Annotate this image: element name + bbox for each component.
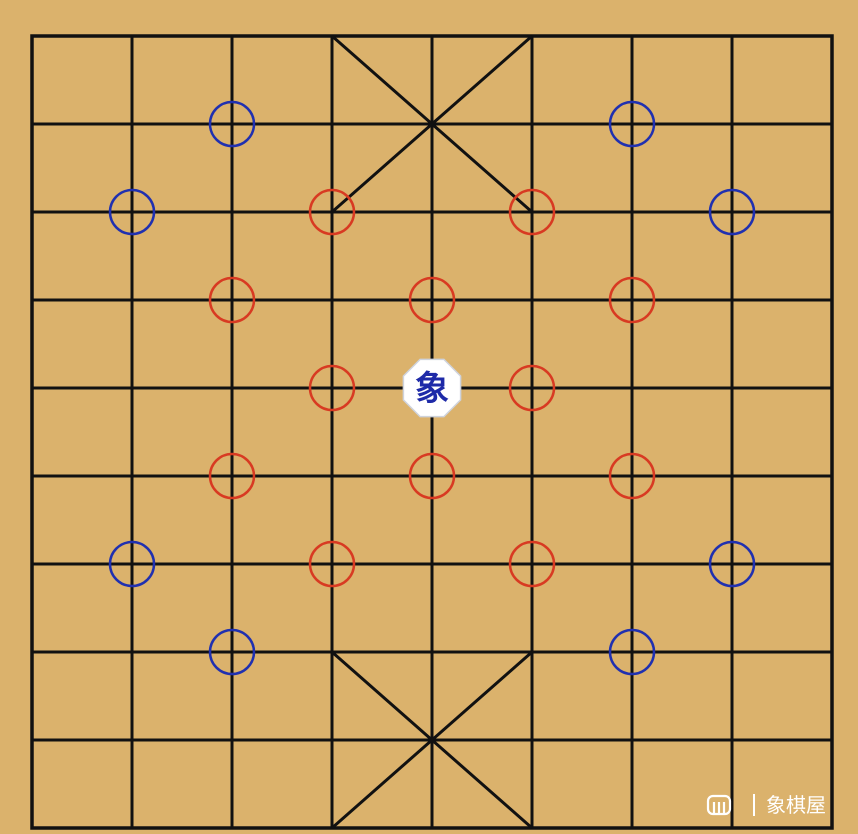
blue-move-marker[interactable] <box>708 540 756 588</box>
red-move-marker[interactable] <box>508 540 556 588</box>
red-move-marker[interactable] <box>208 452 256 500</box>
blue-move-marker[interactable] <box>608 100 656 148</box>
watermark-text: 象棋屋 <box>766 793 826 817</box>
red-move-marker[interactable] <box>308 364 356 412</box>
red-move-marker[interactable] <box>308 188 356 236</box>
blue-move-marker[interactable] <box>708 188 756 236</box>
red-move-marker[interactable] <box>508 364 556 412</box>
red-move-marker[interactable] <box>308 540 356 588</box>
blue-move-marker[interactable] <box>208 100 256 148</box>
watermark: 象棋屋 <box>706 793 826 817</box>
red-move-marker[interactable] <box>208 276 256 324</box>
red-move-marker[interactable] <box>508 188 556 236</box>
blue-move-marker[interactable] <box>108 540 156 588</box>
palace-diagonal <box>331 34 533 214</box>
piece-label: 象 <box>415 369 449 409</box>
red-move-marker[interactable] <box>408 276 456 324</box>
palace-diagonals <box>331 34 533 830</box>
palace-diagonal <box>331 650 533 830</box>
blue-move-marker[interactable] <box>608 628 656 676</box>
red-move-marker[interactable] <box>608 452 656 500</box>
elephant-piece[interactable]: 象 <box>402 358 462 418</box>
red-move-marker[interactable] <box>408 452 456 500</box>
chess-house-icon <box>706 794 732 816</box>
blue-move-marker[interactable] <box>108 188 156 236</box>
piece-background <box>402 358 462 418</box>
pieces: 象 <box>402 358 462 418</box>
move-markers <box>108 100 756 676</box>
grid-lines <box>30 34 834 830</box>
blue-move-marker[interactable] <box>208 628 256 676</box>
red-move-marker[interactable] <box>608 276 656 324</box>
